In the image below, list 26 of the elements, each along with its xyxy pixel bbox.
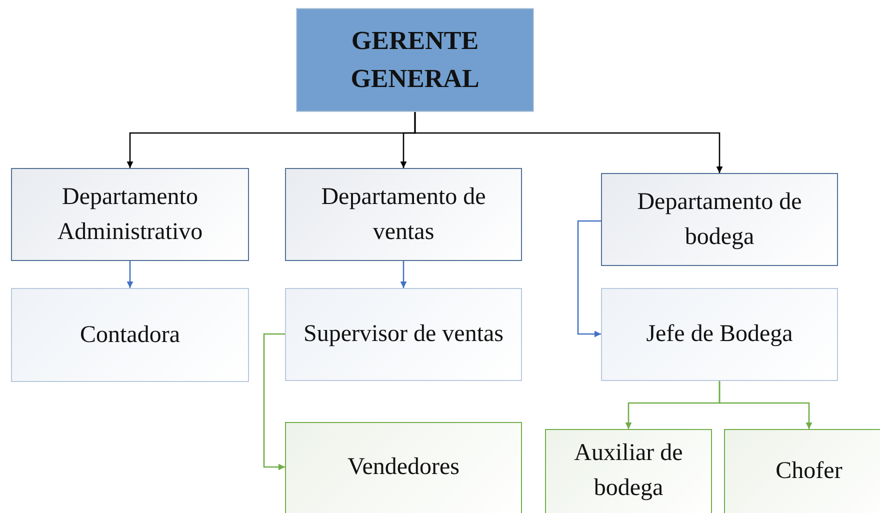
box-label: Auxiliar de bodega — [573, 439, 684, 503]
org-box — [11, 288, 249, 382]
connector-arrow — [718, 381, 812, 429]
org-box — [285, 422, 522, 513]
box-label: Departamento de bodega — [636, 188, 803, 252]
box-label: GERENTE GENERAL — [350, 25, 480, 95]
org-box — [601, 288, 838, 381]
org-box — [285, 288, 522, 381]
org-box — [285, 168, 522, 261]
box-label: Vendedores — [348, 453, 460, 482]
org-box — [11, 168, 249, 261]
box-label: Departamento de ventas — [320, 182, 487, 246]
org-box — [601, 173, 838, 266]
org-box — [545, 429, 712, 513]
box-label: Contadora — [80, 320, 180, 350]
connector-arrow — [126, 261, 134, 288]
root-box — [296, 8, 534, 112]
box-label: Departamento Administrativo — [56, 182, 204, 246]
org-box — [724, 429, 880, 513]
box-label: Jefe de Bodega — [646, 320, 793, 350]
connector-arrow — [577, 220, 601, 338]
connector-arrow — [263, 333, 285, 470]
box-label: Supervisor de ventas — [304, 320, 504, 350]
connector-arrow — [400, 261, 407, 288]
connector-arrow — [414, 112, 723, 173]
box-label: Chofer — [776, 456, 842, 486]
